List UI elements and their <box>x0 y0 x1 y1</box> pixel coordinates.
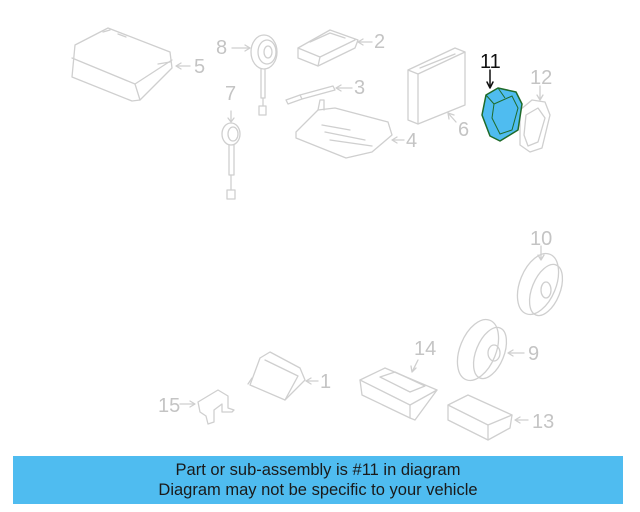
part-8-speaker[interactable] <box>250 34 278 116</box>
part-5-cover-panel[interactable] <box>71 27 173 102</box>
part-2-control-module[interactable] <box>297 29 359 67</box>
part-6-control-unit[interactable] <box>407 47 466 125</box>
callout-13[interactable]: 13 <box>532 411 555 433</box>
parts-diagram <box>71 27 569 441</box>
callout-15[interactable]: 15 <box>158 395 181 417</box>
leader-15 <box>179 400 196 408</box>
banner-part-reference: Part or sub-assembly is #11 in diagram <box>175 461 461 479</box>
leader-8 <box>231 44 251 52</box>
callout-2[interactable]: 2 <box>374 31 386 53</box>
part-3-cable[interactable] <box>285 85 336 105</box>
part-14-grille-panel[interactable] <box>359 367 438 421</box>
leader-9 <box>507 349 525 357</box>
part-4-mounting-plate[interactable] <box>295 99 393 159</box>
leader-11 <box>486 69 494 89</box>
leader-6 <box>447 112 457 123</box>
callout-9[interactable]: 9 <box>528 343 540 365</box>
part-15-bracket[interactable] <box>197 389 235 425</box>
callout-10[interactable]: 10 <box>530 228 553 250</box>
part-12-speaker-cover[interactable] <box>519 99 551 153</box>
callout-6[interactable]: 6 <box>458 119 470 141</box>
info-banner: Part or sub-assembly is #11 in diagram D… <box>13 456 623 504</box>
callout-4[interactable]: 4 <box>406 130 418 152</box>
part-7-small-speaker[interactable] <box>221 110 241 200</box>
leader-10 <box>537 245 545 261</box>
part-11-speaker-highlighted[interactable] <box>481 87 523 142</box>
banner-disclaimer: Diagram may not be specific to your vehi… <box>158 481 478 499</box>
leader-4 <box>391 136 405 144</box>
callout-7[interactable]: 7 <box>225 83 237 105</box>
callout-1[interactable]: 1 <box>320 371 332 393</box>
part-10-speaker[interactable] <box>509 248 569 321</box>
part-13-amplifier[interactable] <box>447 394 513 441</box>
part-9-speaker[interactable] <box>449 314 513 387</box>
leader-5 <box>175 62 191 70</box>
part-1-box-housing[interactable] <box>247 351 306 401</box>
leader-2 <box>357 38 373 46</box>
leader-1 <box>305 377 319 385</box>
callout-14[interactable]: 14 <box>414 338 437 360</box>
callout-5[interactable]: 5 <box>194 56 206 78</box>
leader-14 <box>410 359 419 373</box>
callout-11[interactable]: 11 <box>480 51 501 73</box>
leader-3 <box>335 84 353 92</box>
callout-8[interactable]: 8 <box>216 37 228 59</box>
callout-3[interactable]: 3 <box>354 77 366 99</box>
leader-12 <box>536 85 544 101</box>
leader-13 <box>514 416 529 424</box>
callout-12[interactable]: 12 <box>530 67 553 89</box>
